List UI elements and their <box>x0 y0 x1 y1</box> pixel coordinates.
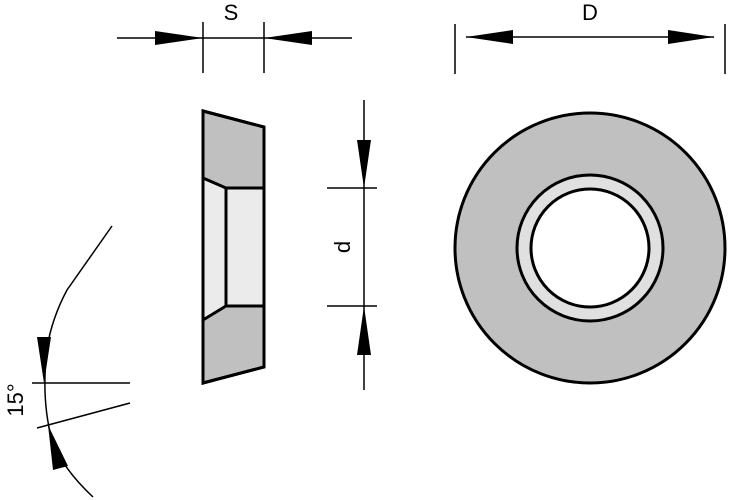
label-D: D <box>582 0 598 25</box>
arrow-right-icon <box>155 31 203 45</box>
dimension-s: S <box>117 0 352 73</box>
front-view <box>453 111 727 385</box>
arrow-up-icon <box>357 306 371 355</box>
arrow-left-icon <box>466 30 513 44</box>
dimension-d-outer: D <box>454 0 726 74</box>
label-angle: 15° <box>3 383 28 416</box>
dimension-d-inner: d <box>327 100 377 390</box>
side-view <box>201 109 266 385</box>
arrow-down-icon <box>357 140 371 188</box>
arrow-down-icon <box>37 337 51 383</box>
arrow-left-icon <box>264 31 312 45</box>
label-d: d <box>330 241 355 253</box>
arrow-up-icon <box>48 425 68 470</box>
arrow-right-icon <box>668 30 714 44</box>
angle-detail: 15° <box>3 225 131 498</box>
label-s: S <box>224 0 239 25</box>
